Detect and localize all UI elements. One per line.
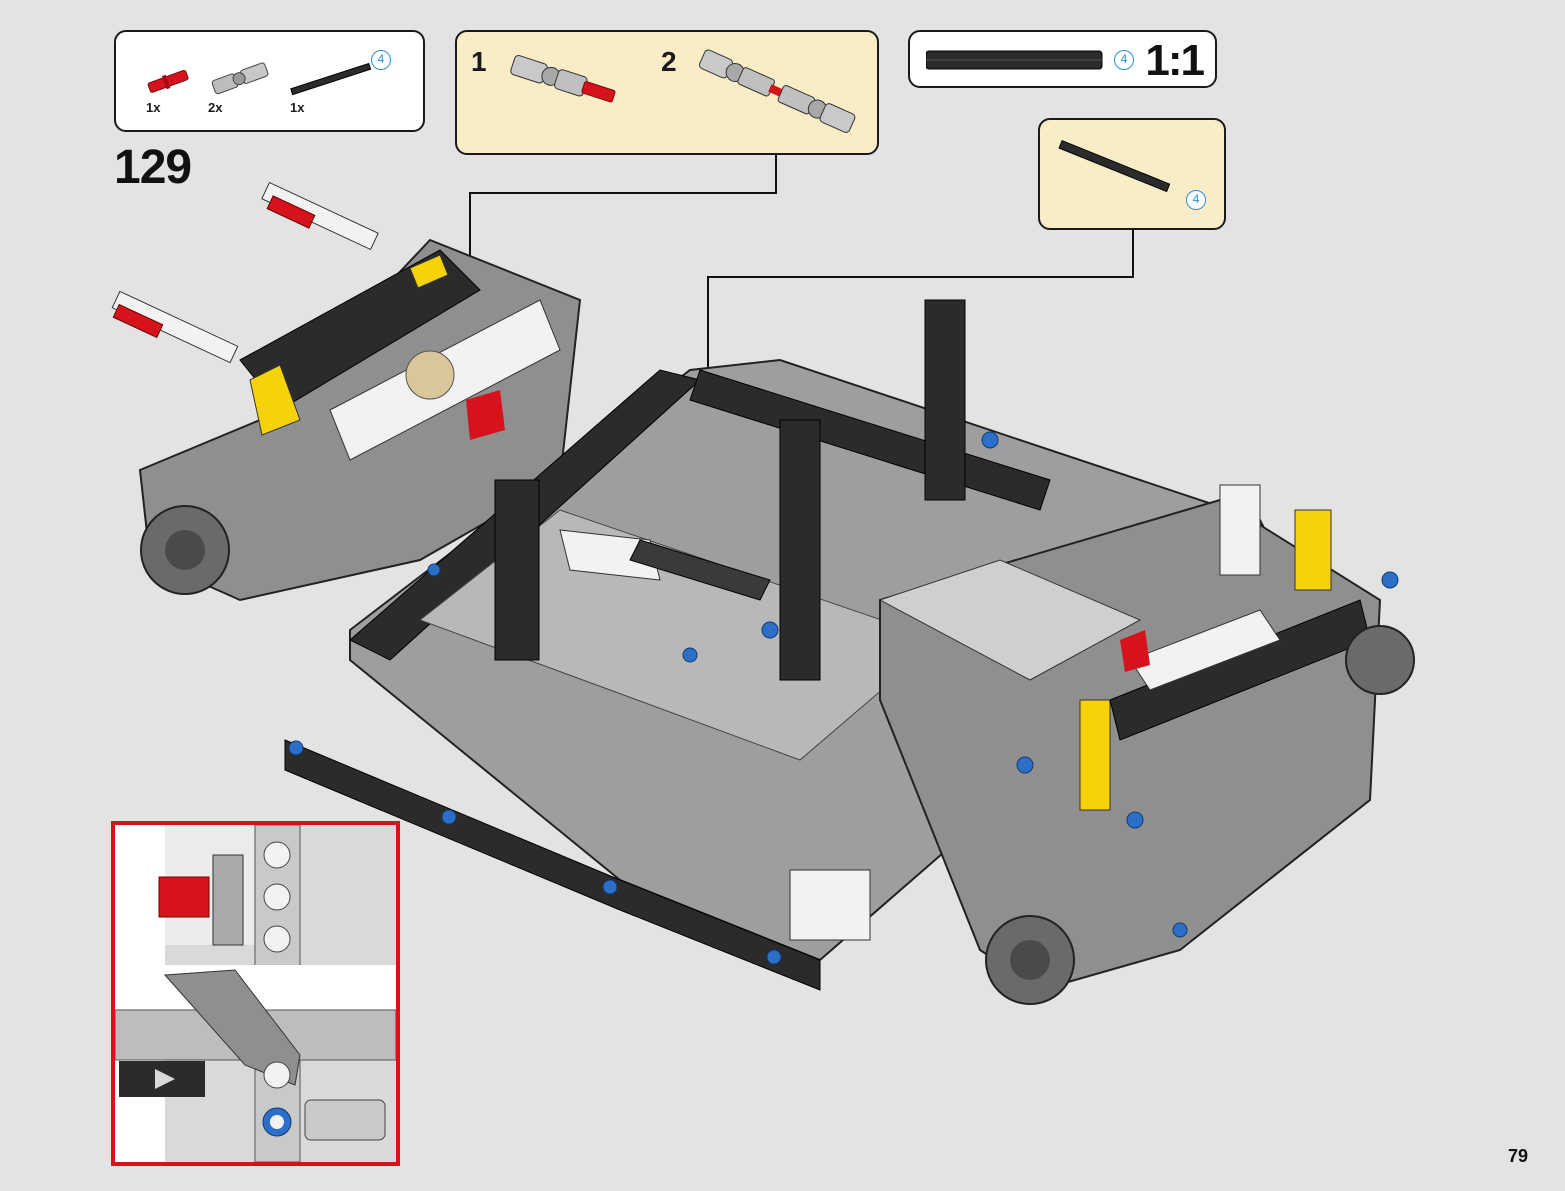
scale-reference-box: 4 1:1 [908, 30, 1217, 88]
sub-step-1-number: 1 [471, 46, 487, 77]
axle-length-badge: 4 [371, 50, 391, 70]
part-qty-universal-joint: 2x [208, 100, 223, 115]
axle-callout: 4 [1038, 118, 1226, 230]
rear-axle-module [878, 484, 1415, 1005]
blue-pins [288, 431, 1399, 965]
detail-inset [111, 821, 400, 1166]
part-qty-red-pin: 1x [146, 100, 161, 115]
parts-list-panel: 1x 2x 1x 4 [114, 30, 425, 132]
black-axle-icon [290, 62, 372, 96]
scale-length-badge: 4 [1114, 50, 1134, 70]
scale-label: 1:1 [1145, 36, 1205, 85]
universal-joint-icon [211, 62, 269, 95]
step-number: 129 [114, 141, 192, 194]
double-joint-shaft-icon [698, 49, 856, 133]
callout-length-badge: 4 [1186, 190, 1206, 210]
sub-assembly-callout: 1 2 [455, 30, 879, 155]
main-chassis-frame [284, 299, 1282, 991]
sub-step-2-number: 2 [661, 46, 677, 77]
page-number: 79 [1508, 1146, 1529, 1166]
part-qty-black-axle: 1x [290, 100, 305, 115]
scale-axle-icon [926, 50, 1103, 70]
joint-with-pin-icon [510, 55, 616, 103]
axle-4-icon [1058, 139, 1171, 193]
front-axle-module [111, 181, 582, 602]
red-axle-pin-icon [147, 69, 189, 93]
inset-detail-illustration [115, 825, 396, 1162]
